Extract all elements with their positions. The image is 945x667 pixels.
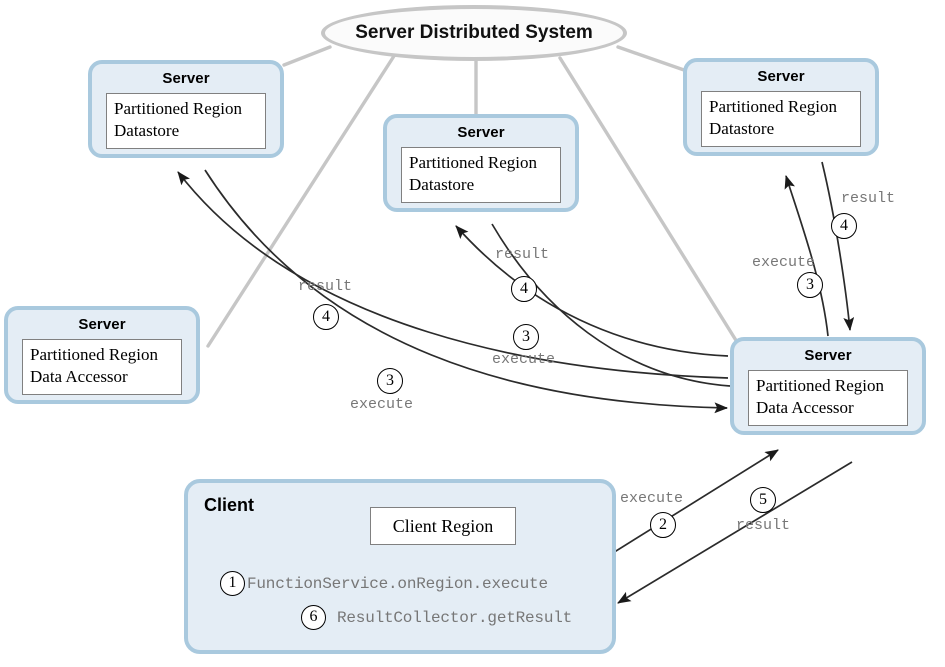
server-accessor-left[interactable]: Server Partitioned Region Data Accessor	[4, 306, 200, 404]
region-line-2: Data Accessor	[30, 367, 128, 387]
edge-label-left-execute: execute	[350, 396, 414, 413]
region-line-1: Partitioned Region	[756, 376, 884, 395]
edge-number-client-result: 5	[750, 487, 776, 513]
region-line-2: Datastore	[114, 121, 180, 141]
edge-number-right-execute: 3	[797, 272, 823, 298]
server-top-right-title: Server	[757, 68, 805, 85]
edge-result-client	[617, 461, 853, 604]
region-line-1: Partitioned Region	[409, 153, 537, 172]
step-number-6: 6	[301, 605, 326, 630]
server-top-right[interactable]: Server Partitioned Region Datastore	[683, 58, 879, 156]
edge-execute-top-center	[491, 223, 731, 387]
region-line-1: Partitioned Region	[30, 345, 158, 364]
edge-result-top-right	[821, 161, 855, 332]
edge-number-left-execute: 3	[377, 368, 403, 394]
edge-number-center-result: 4	[511, 276, 537, 302]
server-accessor-right-region: Partitioned Region Data Accessor	[748, 370, 908, 426]
edge-number-client-execute: 2	[650, 512, 676, 538]
server-accessor-left-region: Partitioned Region Data Accessor	[22, 339, 182, 395]
edge-label-left-result: result	[298, 278, 353, 295]
edge-number-right-result: 4	[831, 213, 857, 239]
system-membership-lines	[206, 45, 744, 352]
client-code-text-1: FunctionService.onRegion.execute	[247, 574, 548, 593]
region-line-2: Datastore	[409, 175, 475, 195]
flow-curves	[177, 161, 855, 604]
server-top-center[interactable]: Server Partitioned Region Datastore	[383, 114, 579, 212]
edge-label-center-result: result	[495, 246, 550, 263]
edge-number-center-execute: 3	[513, 324, 539, 350]
region-line-1: Partitioned Region	[114, 99, 242, 118]
client-code-text-6: ResultCollector.getResult	[337, 608, 573, 627]
edge-label-client-result: result	[736, 517, 791, 534]
system-label: Server Distributed System	[355, 22, 593, 43]
edge-execute-top-right	[784, 175, 829, 337]
edge-label-center-execute: execute	[492, 351, 556, 368]
edge-label-right-result: result	[841, 190, 896, 207]
edge-result-top-center	[455, 225, 729, 357]
server-accessor-right[interactable]: Server Partitioned Region Data Accessor	[730, 337, 926, 435]
edge-result-top-left	[177, 171, 729, 379]
server-accessor-left-title: Server	[78, 316, 126, 333]
client-panel[interactable]: Client Client Region 1 FunctionService.o…	[184, 479, 616, 654]
server-top-center-region: Partitioned Region Datastore	[401, 147, 561, 203]
edge-label-right-execute: execute	[752, 254, 816, 271]
system-boundary-ellipse: Server Distributed System	[321, 5, 627, 61]
client-region-box: Client Region	[370, 507, 516, 545]
server-top-left[interactable]: Server Partitioned Region Datastore	[88, 60, 284, 158]
edge-execute-client	[591, 449, 779, 567]
edge-execute-top-left	[204, 169, 729, 414]
step-number-1: 1	[220, 571, 245, 596]
region-line-2: Data Accessor	[756, 398, 854, 418]
client-region-label: Client Region	[392, 516, 494, 536]
server-top-center-title: Server	[457, 124, 505, 141]
client-title: Client	[204, 495, 255, 515]
region-line-1: Partitioned Region	[709, 97, 837, 116]
client-code-row-6[interactable]: 6 ResultCollector.getResult	[301, 605, 572, 630]
server-accessor-right-title: Server	[804, 347, 852, 364]
edge-number-left-result: 4	[313, 304, 339, 330]
client-code-row-1[interactable]: 1 FunctionService.onRegion.execute	[220, 571, 548, 596]
server-top-right-region: Partitioned Region Datastore	[701, 91, 861, 147]
region-line-2: Datastore	[709, 119, 775, 139]
server-top-left-title: Server	[162, 70, 210, 87]
edge-label-client-execute: execute	[620, 490, 684, 507]
server-top-left-region: Partitioned Region Datastore	[106, 93, 266, 149]
